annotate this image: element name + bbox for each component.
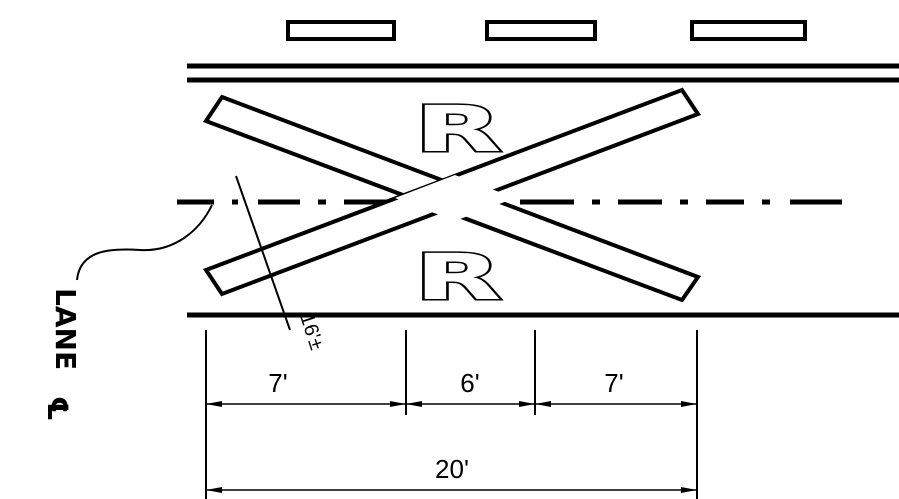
centerline-symbol: ℄	[41, 396, 74, 421]
angle-reference-line	[235, 175, 291, 331]
top-dash-marking	[286, 20, 396, 41]
lane-centerline-leader	[76, 204, 213, 281]
dimension-extension-lines	[205, 330, 698, 499]
dimension-lines	[206, 401, 697, 493]
arrowhead	[535, 401, 551, 407]
dim-label-middle: 6'	[460, 368, 479, 398]
lane-label: LANE	[49, 288, 82, 370]
arrowhead	[390, 401, 406, 407]
top-edge-lines	[187, 63, 899, 83]
arrowhead	[206, 487, 222, 493]
arrowhead	[519, 401, 535, 407]
top-dash-marking	[690, 20, 807, 41]
x-bar-center-merge	[395, 175, 515, 221]
top-dash-marking	[485, 20, 597, 41]
dim-label-total: 20'	[435, 454, 469, 484]
r-letter-upper: R	[414, 93, 501, 166]
x-bars-clean	[202, 87, 702, 303]
arrowhead	[681, 487, 697, 493]
arrowhead	[406, 401, 422, 407]
r-letter-lower: R	[414, 241, 501, 314]
arrowhead	[206, 401, 222, 407]
dim-label-left: 7'	[268, 368, 287, 398]
arrowhead	[681, 401, 697, 407]
dim-label-right: 7'	[604, 368, 623, 398]
top-dash-markings	[286, 20, 807, 41]
